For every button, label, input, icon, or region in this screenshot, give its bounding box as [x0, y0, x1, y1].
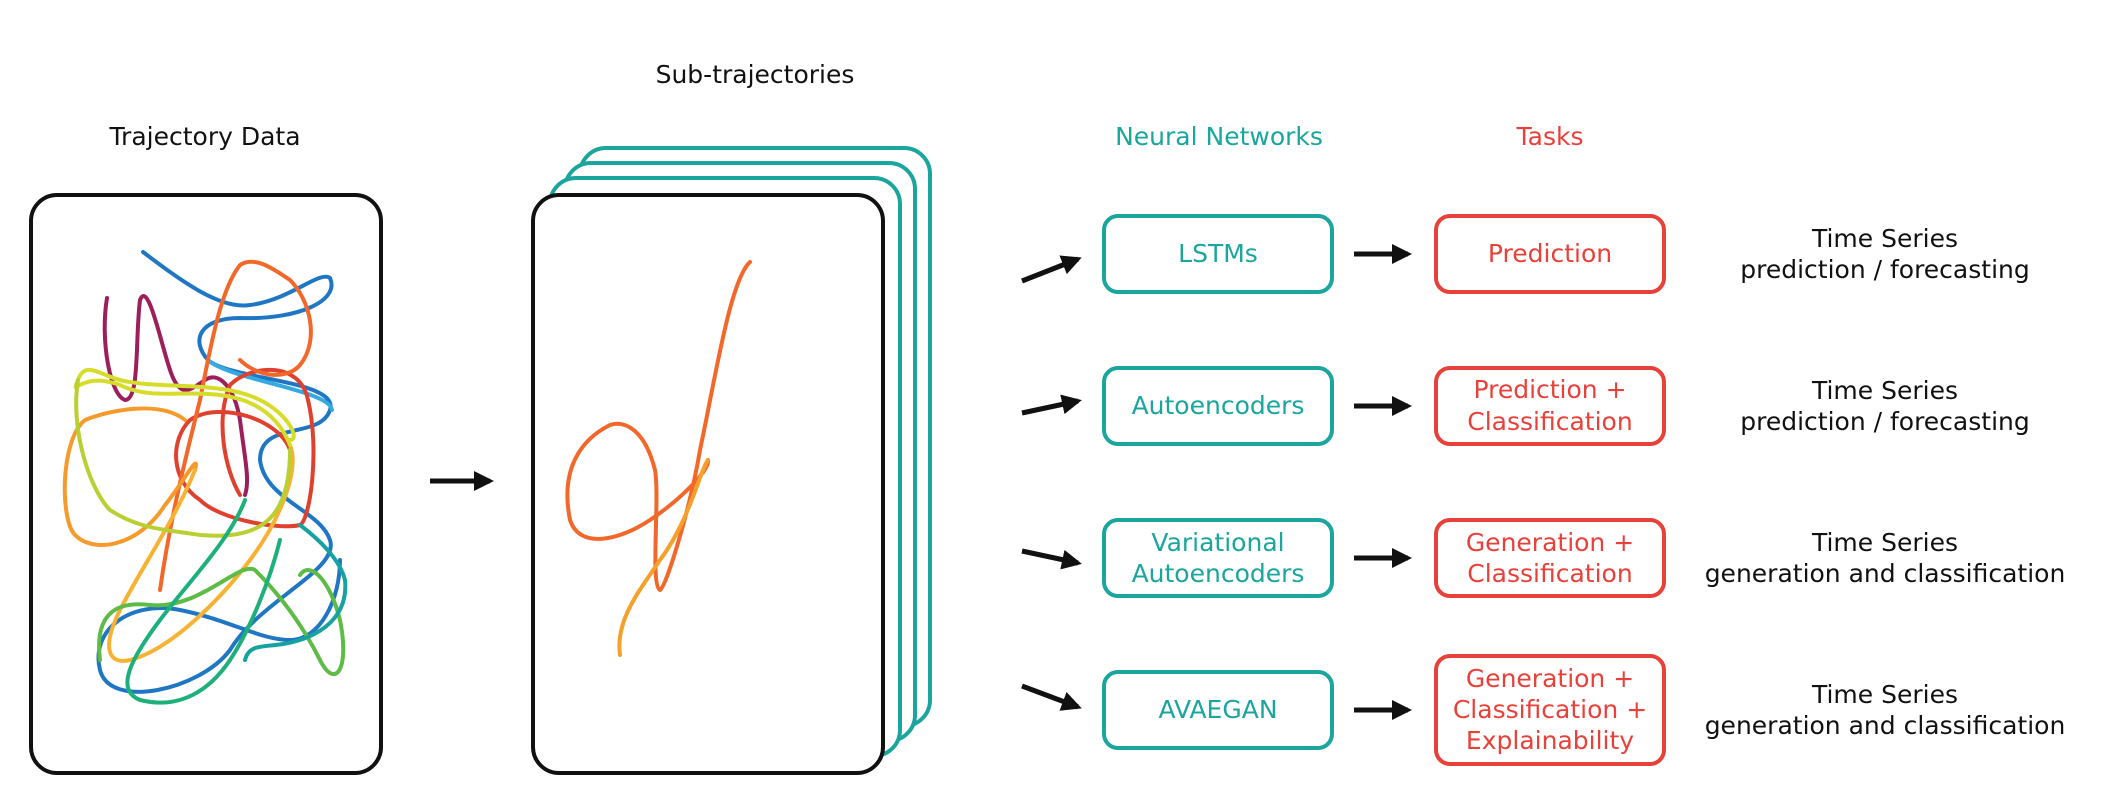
task-label: Classification: [1467, 559, 1632, 588]
neural-networks-header: Neural Networks: [1115, 122, 1323, 151]
sub-trajectory-lines: [565, 260, 752, 657]
flow-arrow: [1021, 548, 1082, 570]
trajectory-line: [102, 294, 250, 497]
sub-trajectory-line: [617, 458, 710, 657]
description-subtitle: generation and classification: [1705, 711, 2066, 740]
trajectory-line: [158, 259, 313, 592]
network-box: [1102, 518, 1334, 598]
network-box: [1102, 214, 1334, 294]
trajectory-line: [62, 406, 198, 547]
trajectory-line: [243, 523, 348, 662]
description-title: Time Series: [1811, 680, 1958, 709]
network-label: Variational: [1151, 528, 1284, 557]
flow-arrow: [1021, 683, 1082, 711]
task-label: Classification: [1467, 407, 1632, 436]
network-box: [1102, 366, 1334, 446]
description-subtitle: prediction / forecasting: [1740, 407, 2030, 436]
description-subtitle: generation and classification: [1705, 559, 2066, 588]
trajectory-lines: [62, 250, 348, 705]
trajectory-data-header: Trajectory Data: [108, 122, 300, 151]
tasks-header: Tasks: [1516, 122, 1584, 151]
sub-trajectory-line: [565, 260, 752, 593]
network-box: [1102, 670, 1334, 750]
trajectory-data-panel: [29, 193, 383, 775]
flow-arrow: [1021, 255, 1082, 284]
row-autoencoders: Autoencoders Prediction + Classification…: [1102, 366, 2030, 446]
network-label: Autoencoders: [1132, 559, 1305, 588]
sub-trajectories-stack: [531, 146, 932, 775]
description-subtitle: prediction / forecasting: [1740, 255, 2030, 284]
task-label: Generation +: [1466, 664, 1634, 693]
task-label: Prediction +: [1473, 375, 1626, 404]
description-title: Time Series: [1811, 376, 1958, 405]
row-avaegan: AVAEGAN Generation + Classification + Ex…: [1102, 654, 2066, 766]
row-lstms: LSTMs Prediction Time Series prediction …: [1102, 214, 2030, 294]
flow-arrow: [1021, 394, 1082, 416]
task-box: [1434, 518, 1666, 598]
task-box: [1434, 214, 1666, 294]
row-variational-autoencoders: Variational Autoencoders Generation + Cl…: [1102, 518, 2066, 598]
trajectory-line: [125, 498, 282, 705]
network-label: LSTMs: [1178, 239, 1258, 268]
task-label: Generation +: [1466, 528, 1634, 557]
trajectory-line: [74, 378, 292, 538]
stack-card-front: [531, 193, 885, 775]
trajectory-line: [97, 566, 346, 676]
network-label: AVAEGAN: [1158, 695, 1277, 724]
sub-trajectories-header: Sub-trajectories: [656, 60, 855, 89]
task-label: Prediction: [1488, 239, 1612, 268]
task-box: [1434, 654, 1666, 766]
task-label: Explainability: [1466, 726, 1634, 755]
description-title: Time Series: [1811, 224, 1958, 253]
trajectory-line: [206, 358, 334, 412]
description-title: Time Series: [1811, 528, 1958, 557]
task-label: Classification +: [1453, 695, 1647, 724]
trajectory-line: [107, 443, 295, 663]
network-label: Autoencoders: [1132, 391, 1305, 420]
task-box: [1434, 366, 1666, 446]
